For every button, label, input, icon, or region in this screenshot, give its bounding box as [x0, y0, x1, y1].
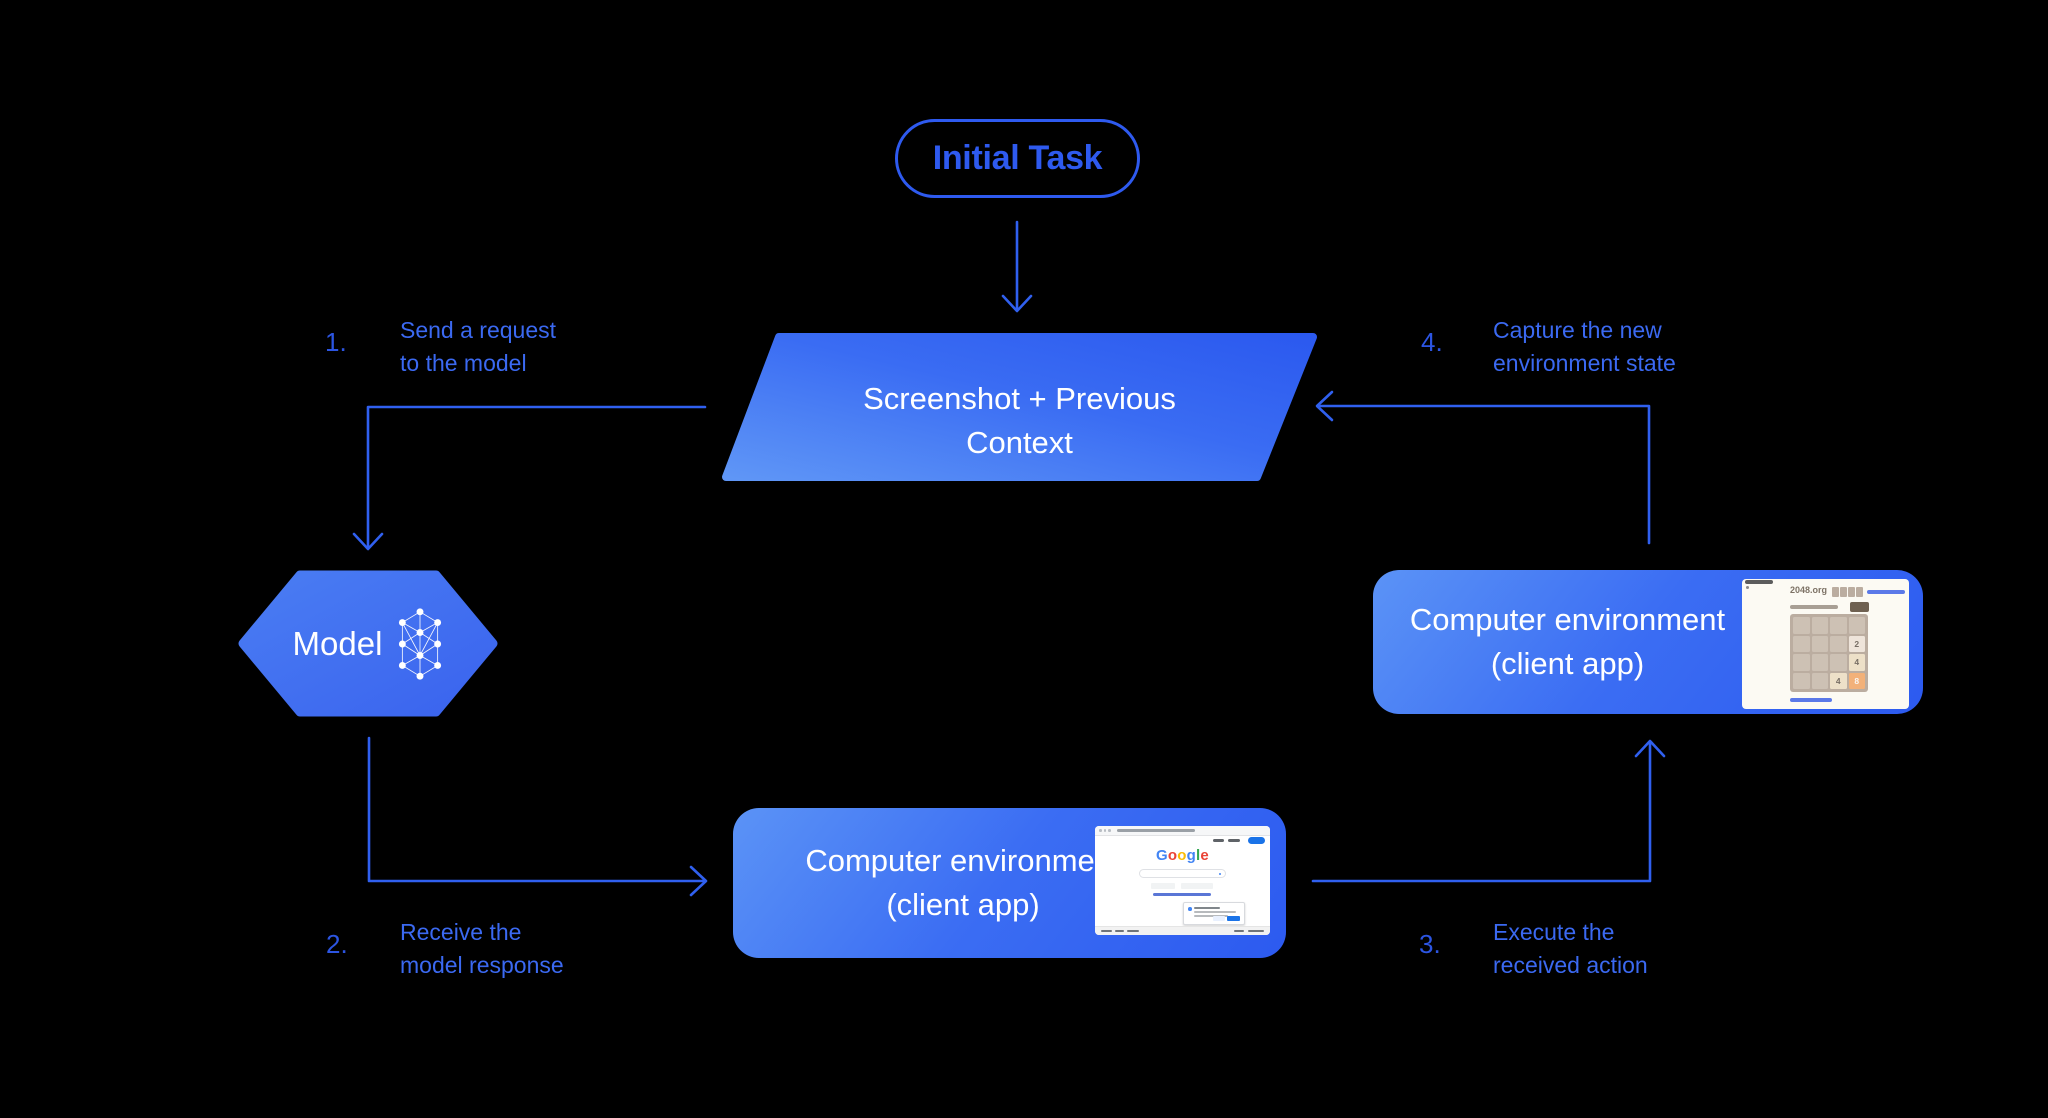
score-box	[1840, 587, 1847, 597]
board-cell	[1830, 635, 1847, 652]
footer-link	[1234, 930, 1244, 932]
tile-4: 4	[1830, 672, 1847, 689]
footer-link	[1115, 930, 1124, 932]
site-title: 2048.org	[1790, 585, 1828, 595]
board-cell	[1811, 635, 1828, 652]
step-2-number: 2.	[326, 929, 348, 959]
tile-8: 8	[1848, 672, 1865, 689]
score-box	[1832, 587, 1839, 597]
header-link	[1867, 590, 1905, 594]
board-cell	[1793, 635, 1810, 652]
model-node: Model	[238, 570, 498, 717]
score-box	[1856, 587, 1863, 597]
footer-link	[1127, 930, 1139, 932]
cookie-consent-dialog	[1183, 902, 1245, 925]
dialog-text-line	[1194, 914, 1228, 917]
client-env-right-label: Computer environment (client app)	[1409, 602, 1726, 681]
step-4-number: 4.	[1421, 327, 1443, 357]
tile-2: 2	[1848, 635, 1865, 652]
tile-4: 4	[1848, 654, 1865, 671]
step-2-label: Receive the model response	[400, 919, 564, 978]
dialog-secondary-button	[1213, 916, 1225, 921]
mic-icon	[1218, 872, 1221, 875]
images-link	[1228, 839, 1240, 842]
board-cell	[1793, 654, 1810, 671]
board-cell	[1811, 672, 1828, 689]
arrow-model-to-client	[367, 736, 708, 897]
step-3-number: 3.	[1419, 929, 1441, 959]
browser-toolbar	[1095, 826, 1270, 836]
screenshot-context-label: Screenshot + Previous Context	[863, 381, 1176, 460]
screenshot-context-node: Screenshot + Previous Context	[722, 333, 1317, 481]
url-bar	[1117, 829, 1195, 832]
dialog-accept-button	[1227, 916, 1240, 921]
language-links	[1153, 893, 1211, 896]
board-cell	[1793, 672, 1810, 689]
step-1-label: Send a request to the model	[400, 317, 557, 376]
step-4-label: Capture the new environment state	[1493, 317, 1676, 376]
arrow-screenshot-to-model	[352, 405, 707, 551]
hexagon-shape	[238, 570, 498, 717]
footer-link	[1248, 930, 1264, 932]
neural-network-icon	[399, 607, 442, 680]
sign-in-button	[1248, 837, 1265, 844]
client-env-bottom-label: Computer environment (client app)	[805, 843, 1121, 922]
footer-link	[1101, 930, 1112, 932]
client-env-right-node: Computer environment (client app) 2048.o…	[1373, 570, 1923, 714]
game-board: 2 4 4 8	[1790, 614, 1868, 692]
board-cell	[1793, 617, 1810, 634]
page-footer	[1095, 926, 1270, 935]
google-logo: Google	[1156, 847, 1209, 864]
window-dot-icon	[1108, 829, 1111, 832]
favicon	[1746, 586, 1749, 589]
board-cell	[1830, 654, 1847, 671]
board-cell	[1811, 654, 1828, 671]
game-2048-thumbnail: 2048.org 2 4	[1742, 579, 1909, 709]
footer-link	[1790, 698, 1832, 702]
model-label: Model	[292, 624, 383, 662]
dialog-text-line	[1194, 911, 1236, 913]
score-box	[1848, 587, 1855, 597]
feeling-lucky-button	[1181, 883, 1213, 889]
board-cell	[1811, 617, 1828, 634]
window-dot-icon	[1099, 829, 1102, 832]
board-cell	[1848, 617, 1865, 634]
step-3-label: Execute the received action	[1493, 919, 1648, 978]
subtitle-text	[1790, 605, 1838, 609]
step-1-number: 1.	[325, 327, 347, 357]
arrow-client-to-screenshot	[1315, 390, 1651, 545]
window-dot-icon	[1103, 829, 1106, 832]
arrow-initial-to-screenshot	[1001, 220, 1033, 313]
gmail-link	[1213, 839, 1224, 842]
google-g-icon	[1188, 907, 1192, 911]
board-cell	[1830, 617, 1847, 634]
parallelogram-shape	[722, 333, 1317, 481]
dialog-text-line	[1194, 907, 1220, 909]
initial-task-node: Initial Task	[895, 119, 1140, 198]
client-env-bottom-node: Computer environment (client app) Google	[733, 808, 1286, 958]
search-bar	[1139, 869, 1226, 878]
new-game-button	[1850, 602, 1869, 612]
initial-task-label: Initial Task	[932, 139, 1103, 177]
arrow-client-to-client	[1311, 739, 1666, 883]
browser-tab-title	[1745, 580, 1773, 584]
google-search-button	[1151, 883, 1175, 889]
google-homepage-thumbnail: Google	[1095, 826, 1270, 935]
